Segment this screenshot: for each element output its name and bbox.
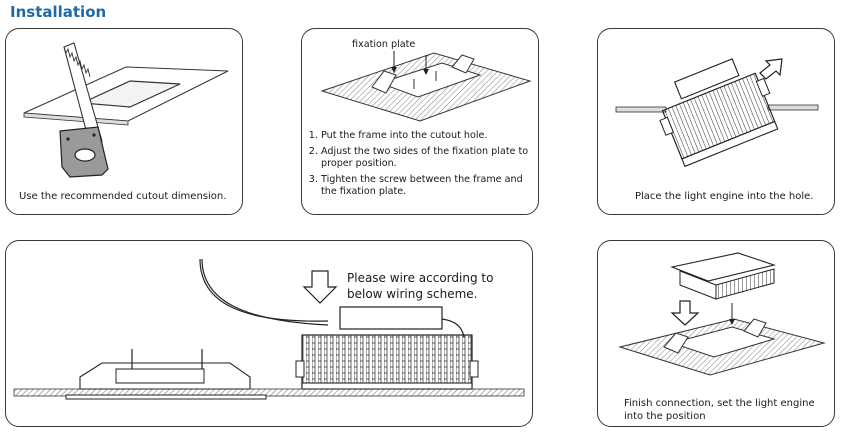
fixation-plate-label: fixation plate [352, 39, 416, 50]
step-panel-place-engine: Place the light engine into the hole. [597, 28, 835, 215]
place-engine-caption: Place the light engine into the hole. [635, 191, 814, 202]
fixation-step-3: Tighten the screw between the frame and … [321, 174, 538, 199]
step-panel-finish: Finish connection, set the light engine … [597, 240, 835, 427]
wiring-illustration [13, 258, 525, 400]
finish-illustration [618, 252, 826, 376]
step-panel-wiring: Please wire according to below wiring sc… [5, 240, 533, 427]
fixation-plate-illustration [320, 51, 532, 122]
wiring-note: Please wire according to below wiring sc… [347, 271, 494, 301]
finish-caption: Finish connection, set the light engine … [624, 398, 815, 422]
place-engine-illustration [615, 58, 819, 168]
fixation-steps-list: Put the frame into the cutout hole. Adju… [305, 130, 538, 202]
cutout-caption: Use the recommended cutout dimension. [19, 191, 227, 202]
page-title: Installation [10, 3, 107, 21]
saw-cutout-illustration [23, 42, 229, 178]
step-panel-cutout: Use the recommended cutout dimension. [5, 28, 243, 215]
fixation-step-1: Put the frame into the cutout hole. [321, 130, 538, 143]
fixation-step-2: Adjust the two sides of the fixation pla… [321, 146, 538, 171]
step-panel-fixation-plate: fixation plate Put the frame into the cu… [301, 28, 539, 215]
